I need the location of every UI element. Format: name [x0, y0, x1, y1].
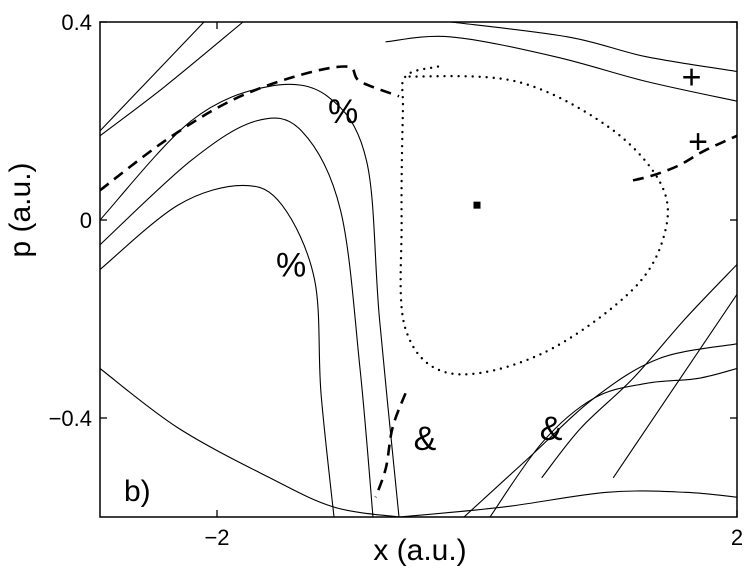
panel-label: b) [124, 475, 151, 508]
series-line-10 [100, 22, 244, 137]
series-line-2 [100, 65, 400, 192]
series-line-9 [100, 83, 400, 517]
plot-area: + +%% & & [99, 21, 738, 518]
series-line-15 [450, 22, 737, 73]
y-axis-label: p (a.u.) [4, 162, 37, 257]
y-tick-label-2: 0 [80, 208, 92, 233]
series-line-7 [100, 184, 335, 517]
point-marker-7: & [540, 410, 563, 448]
series-line-4 [632, 134, 737, 182]
series-line-16 [612, 293, 737, 478]
curves [100, 22, 737, 517]
point-marker-4: % [328, 93, 358, 131]
point-marker-5: % [276, 247, 306, 285]
series-line-12 [489, 367, 737, 517]
series-line-13 [541, 263, 737, 478]
series-line-6 [398, 490, 737, 517]
series-line-8 [100, 117, 374, 517]
series-line-5 [100, 367, 400, 517]
plot-frame [99, 21, 738, 518]
series-line-17 [100, 22, 205, 132]
point-marker-3: + [688, 123, 708, 161]
series-line-11 [463, 343, 737, 517]
y-tick-label-1: 0.4 [61, 10, 92, 35]
point-marker-6: & [414, 420, 437, 458]
x-axis-label: x (a.u.) [373, 534, 466, 567]
series-line-3 [374, 392, 407, 498]
series-line-1 [399, 65, 670, 376]
series-line-14 [385, 35, 737, 102]
point-marker-2: + [682, 58, 702, 96]
fixed-point-marker [473, 201, 481, 209]
x-tick-label-2: 2 [731, 525, 743, 550]
y-tick-label-3: −0.4 [49, 406, 92, 431]
axis-ticks: −2 2 0.4 0 −0.4 [49, 10, 744, 550]
x-tick-label-1: −2 [204, 525, 229, 550]
